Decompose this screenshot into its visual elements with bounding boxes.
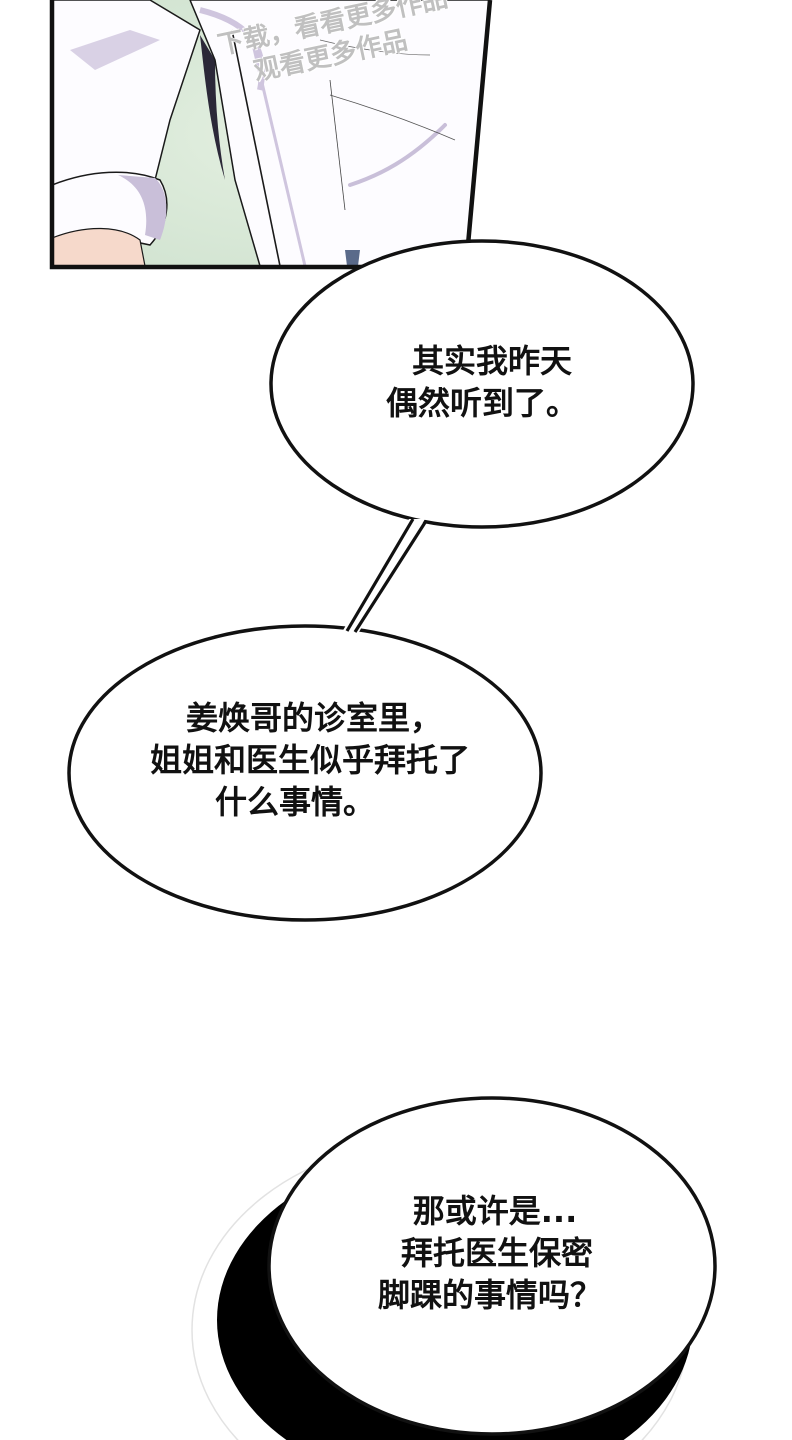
speech-bubble-2: 姜焕哥的诊室里， 姐姐和医生似乎拜托了 什么事情。	[100, 697, 520, 824]
bubble-2-line-2: 姐姐和医生似乎拜托了	[149, 741, 470, 780]
bubble-3-line-1: 那或许是...	[412, 1192, 578, 1230]
bubble-3-line-3: 脚踝的事情吗？	[377, 1276, 602, 1315]
bubble-2-line-1: 姜焕哥的诊室里，	[185, 699, 442, 737]
panel-illustration	[52, 0, 490, 266]
speech-bubble-3: 那或许是... 拜托医生保密 脚踝的事情吗？	[345, 1190, 635, 1317]
bubble-connector	[342, 518, 428, 633]
bubble-2-line-3: 什么事情。	[214, 783, 375, 822]
panel-border	[49, 0, 493, 270]
bubble-1-line-2: 偶然听到了。	[385, 384, 578, 423]
speech-bubble-1: 其实我昨天 偶然听到了。	[342, 340, 622, 424]
speech-bubble-2-shape	[67, 624, 543, 922]
bubble-1-line-1: 其实我昨天	[411, 342, 572, 380]
bubble-3-line-2: 拜托医生保密	[400, 1234, 593, 1273]
speech-bubble-3-shape	[267, 1096, 717, 1436]
speech-bubble-1-shape	[269, 239, 695, 529]
